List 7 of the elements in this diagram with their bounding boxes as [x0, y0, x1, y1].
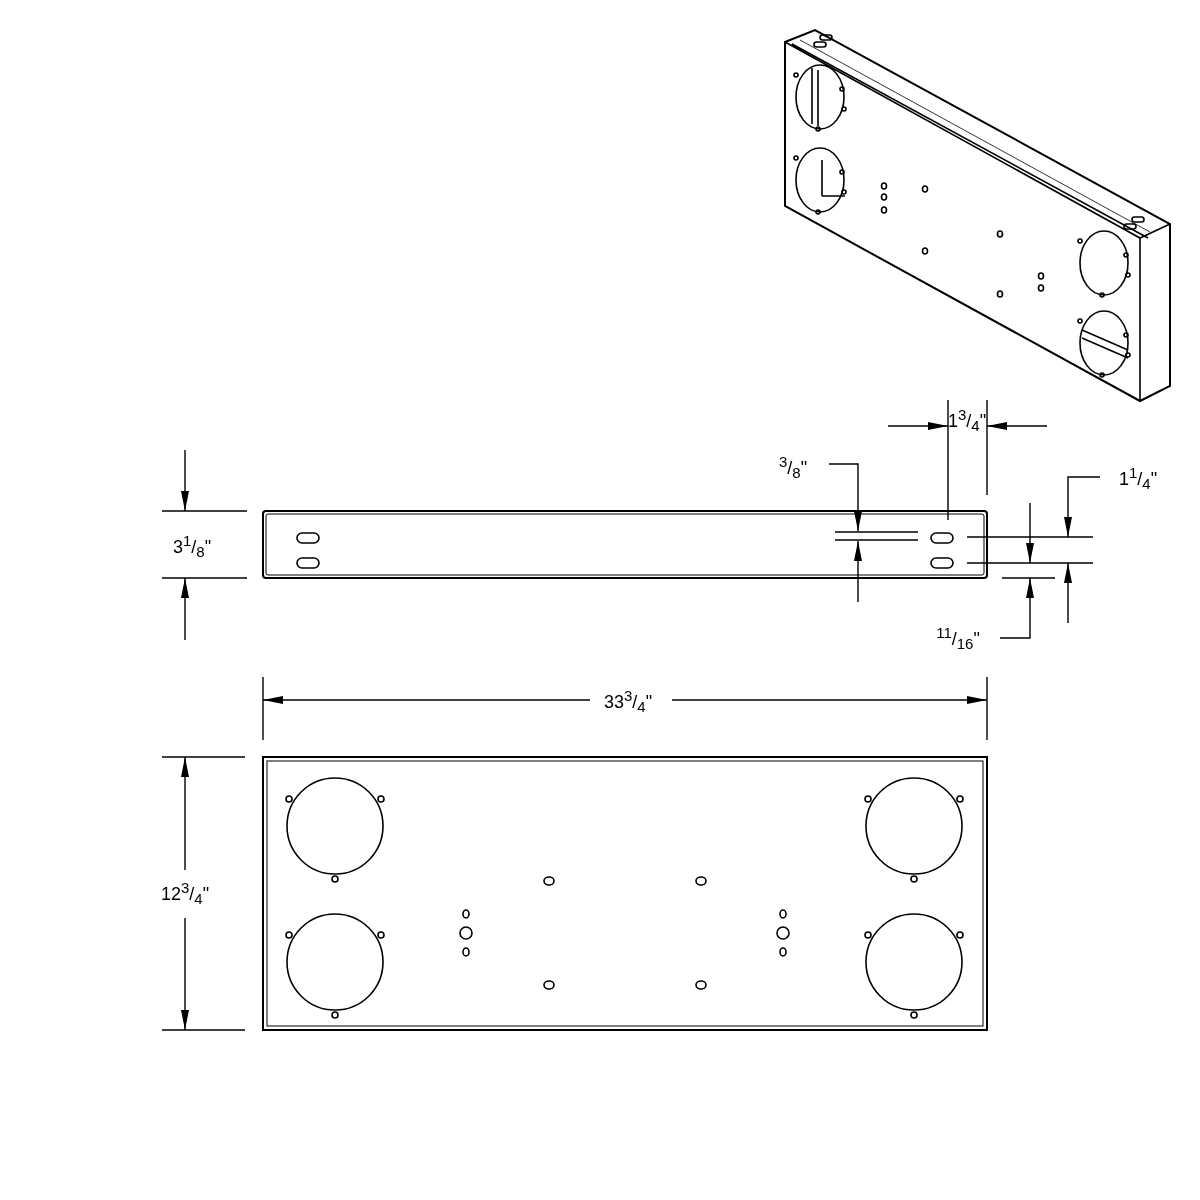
dimension-label: $^{3}$/$_{8}$" [778, 453, 808, 481]
dimension-label: 3$^{1}$/$_{8}$" [172, 532, 212, 560]
dimension-label: 12$^{3}$/$_{4}$" [160, 879, 210, 907]
dimension-label: 1$^{1}$/$_{4}$" [1118, 464, 1158, 492]
dimension-label: 1$^{3}$/$_{4}$" [947, 406, 987, 434]
dimension-label: 33$^{3}$/$_{4}$" [603, 687, 653, 715]
dimension-label: $^{11}$/$_{16}$" [936, 624, 980, 652]
